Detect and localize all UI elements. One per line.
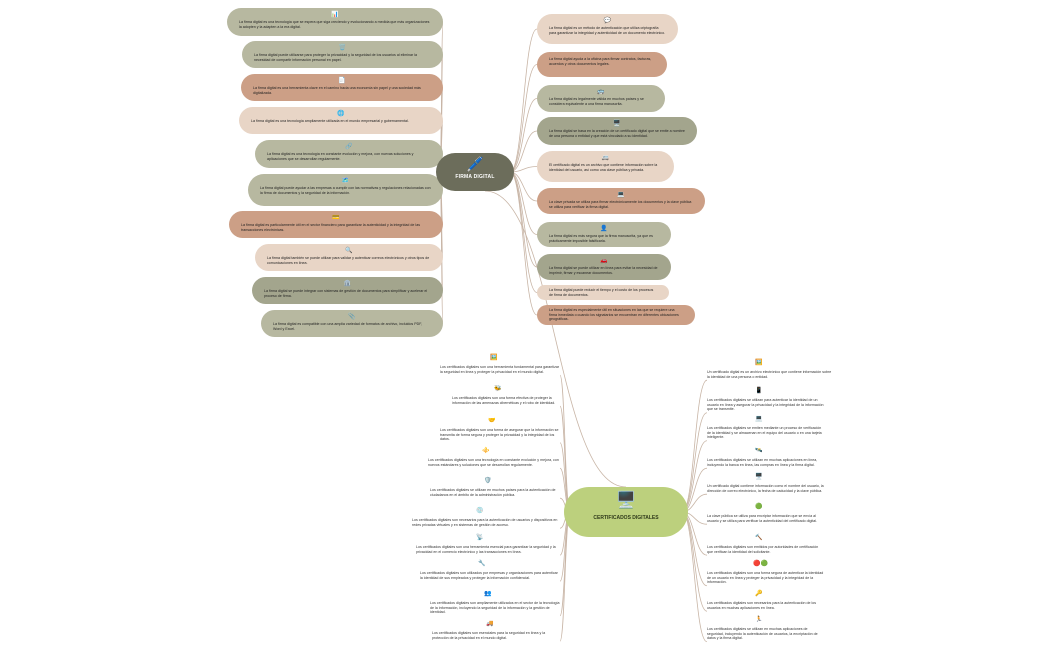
connector-right-7 (509, 171, 538, 235)
cert-right-5: 🖥️Un certificado digital contiene inform… (707, 474, 824, 493)
fleur-icon: ⚜️ (482, 448, 490, 454)
paperclip-icon: 📎 (348, 314, 356, 320)
connector-right-1 (509, 28, 538, 173)
cert-left-3: 🤝Los certificados digitales son una form… (440, 418, 559, 442)
key-icon: 🔑 (755, 591, 763, 597)
laptop-icon: 💻 (617, 192, 625, 198)
desktop-icon: 🖥️ (755, 474, 763, 480)
globe-icon: 🌐 (337, 111, 345, 117)
cert-right-4: 🛰️Los certificados digitales se utilizan… (707, 448, 818, 467)
car-icon: 🚗 (600, 258, 608, 264)
satellite-icon: 📡 (476, 535, 484, 541)
map-icon: 🗺️ (341, 178, 350, 184)
cert-left-2: 🐝Los certificados digitales son una form… (452, 386, 556, 405)
certificados-digitales-center-node: 🖥️ CERTIFICADOS DIGITALES (564, 487, 688, 537)
left-card-3: 📄La firma digital es una herramienta cla… (241, 74, 443, 101)
cert-right-2: 📱Los certificados digitales se utilizan … (707, 388, 824, 412)
connector-right-10 (509, 171, 538, 316)
search-icon: 🔍 (345, 248, 353, 254)
traffic-light-icon: 🔴🟢 (753, 561, 768, 567)
cert-right-3: 💻Los certificados digitales se emiten me… (707, 416, 822, 440)
right-card-10: La firma digital es especialmente útil e… (537, 305, 695, 325)
right-card-4: 🖥️La firma digital se basa en la creació… (537, 117, 697, 145)
cert-right-8: 🔴🟢Los certificados digitales son una for… (707, 561, 824, 585)
truck-icon: 🚚 (486, 621, 494, 627)
wrench-icon: 🔧 (478, 561, 486, 567)
right-card-5: 🚐El certificado digital es un archivo qu… (537, 151, 674, 182)
pen-icon: 🖊️ (466, 156, 484, 172)
cert-right-9: 🔑Los certificados digitales son necesari… (707, 591, 817, 610)
disc-icon: 💿 (476, 508, 484, 514)
connector-right-2 (509, 64, 538, 173)
runner-icon: 🏃 (755, 617, 763, 623)
shield-icon: 🛡️ (484, 478, 492, 484)
chat-icon: 💬 (603, 18, 612, 24)
connector-firma-to-cert (484, 190, 627, 488)
firma-digital-title: FIRMA DIGITAL (455, 174, 495, 180)
left-card-9: 🏛️La firma digital se puede integrar con… (252, 277, 443, 304)
right-card-9: La firma digital puede reducir el tiempo… (537, 285, 669, 300)
certificados-digitales-title: CERTIFICADOS DIGITALES (593, 515, 659, 521)
cert-left-4: ⚜️Los certificados digitales son una tec… (428, 448, 559, 467)
connector-right-3 (509, 98, 538, 173)
right-card-6: 💻La clave privada se utiliza para firmar… (537, 188, 705, 214)
circle-icon: 🟢 (755, 504, 763, 510)
phone-icon: 📱 (755, 388, 763, 394)
monitor-icon: 🖥️ (613, 121, 621, 127)
cert-left-10: 🚚Los certificados digitales son esencial… (432, 621, 546, 640)
document-icon: 📄 (338, 78, 346, 84)
right-card-2: La firma digital ayuda a la oficina para… (537, 52, 667, 77)
cert-left-7: 📡Los certificados digitales son una herr… (416, 535, 556, 554)
cert-left-8: 🔧Los certificados digitales son utilizad… (420, 561, 558, 580)
chart-icon: 📊 (331, 12, 339, 18)
bus-icon: 🚌 (597, 89, 605, 95)
computer-icon: 🖥️ (616, 492, 636, 509)
left-card-6: 🗺️La firma digital puede ayudar a las em… (248, 174, 443, 206)
cert-left-1: 🖼️Los certificados digitales son una her… (440, 355, 560, 374)
right-card-3: 🚌La firma digital es legalmente válida e… (537, 85, 665, 112)
van-icon: 🚐 (601, 155, 610, 161)
left-card-8: 🔍La firma digital también se puede utili… (255, 244, 443, 271)
left-card-4: 🌐La firma digital es una tecnología ampl… (239, 107, 443, 134)
trash-icon: 🗑️ (338, 45, 347, 51)
left-card-7: 💳La firma digital es particularmente úti… (229, 211, 443, 238)
laptop-icon: 💻 (755, 416, 763, 422)
cert-right-7: 🔨Los certificados digitales son emitidos… (707, 535, 819, 554)
connector-cert-right-9 (681, 511, 708, 612)
left-card-1: 📊La firma digital es una tecnología que … (227, 8, 443, 36)
cert-left-5: 🛡️Los certificados digitales se utilizan… (430, 478, 556, 497)
connector-cert-right-10 (681, 511, 708, 643)
firma-digital-center-node: 🖊️ FIRMA DIGITAL (436, 153, 514, 191)
cert-right-6: 🟢La clave pública se utiliza para encrip… (707, 504, 818, 523)
cert-left-6: 💿Los certificados digitales son necesari… (412, 508, 558, 527)
handshake-icon: 🤝 (488, 418, 496, 424)
left-card-5: 🔗La firma digital es una tecnología en c… (255, 140, 443, 168)
right-card-8: 🚗La firma digital se puede utilizar en l… (537, 254, 671, 280)
satellite-icon: 🛰️ (755, 448, 763, 454)
right-card-7: 👤La firma digital es más segura que la f… (537, 222, 671, 247)
left-card-2: 🗑️La firma digital puede utilizarse para… (242, 41, 443, 68)
picture-icon: 🖼️ (755, 360, 763, 366)
cert-right-1: 🖼️Un certificado digital es un archivo e… (707, 360, 832, 379)
users-icon: 👥 (484, 591, 492, 597)
bee-icon: 🐝 (494, 386, 502, 392)
cert-left-9: 👥Los certificados digitales son ampliame… (430, 591, 560, 615)
right-card-1: 💬La firma digital es un método de autent… (537, 14, 678, 44)
cert-right-10: 🏃Los certificados digitales se utilizan … (707, 617, 818, 641)
hammer-icon: 🔨 (755, 535, 763, 541)
frame-icon: 🖼️ (490, 355, 498, 361)
left-card-10: 📎La firma digital es compatible con una … (261, 310, 443, 337)
user-icon: 👤 (600, 226, 608, 232)
link-icon: 🔗 (345, 144, 353, 150)
building-icon: 🏛️ (343, 281, 352, 287)
card-icon: 💳 (332, 215, 340, 221)
